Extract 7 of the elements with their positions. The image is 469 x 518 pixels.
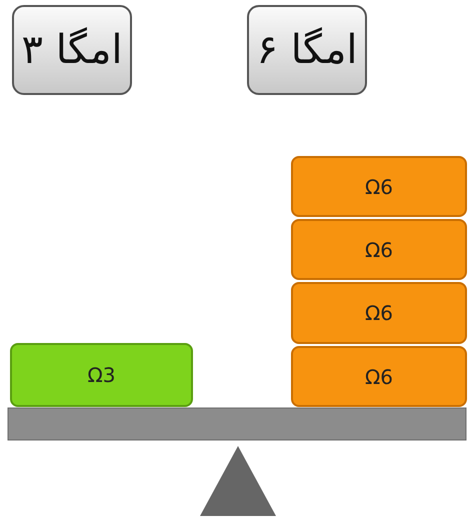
heading-card: امگا ۶ — [247, 5, 367, 95]
heading-card: امگا ۳ — [12, 5, 132, 95]
weight-block: Ω6 — [291, 282, 467, 344]
weight-block: Ω6 — [291, 219, 467, 280]
weight-block: Ω3 — [10, 343, 193, 407]
weight-block: Ω6 — [291, 346, 467, 407]
weight-block: Ω6 — [291, 156, 467, 217]
